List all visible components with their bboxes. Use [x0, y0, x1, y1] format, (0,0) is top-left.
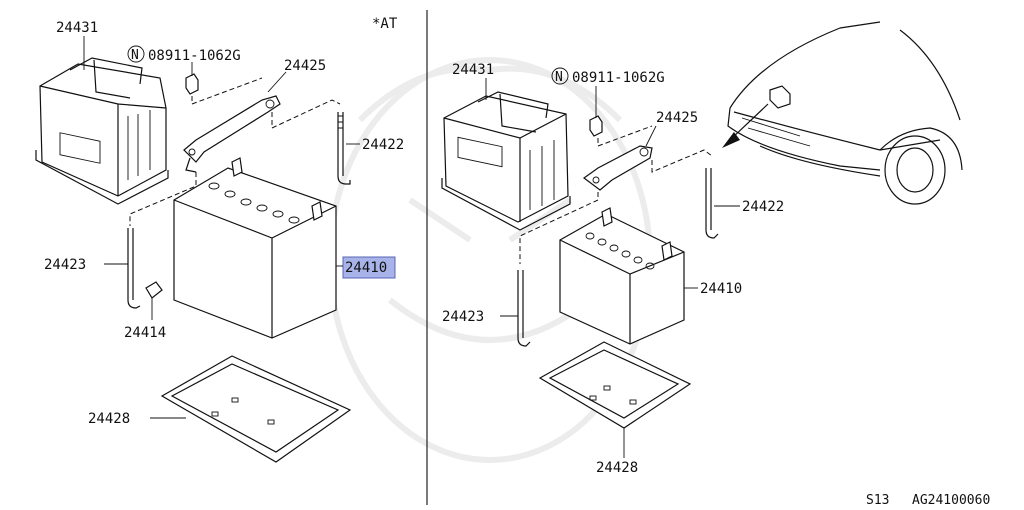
- leader-24425-right: [645, 125, 657, 147]
- battery-tray-right[interactable]: [538, 341, 692, 429]
- variant-note: *AT: [372, 16, 398, 32]
- leader-dashed-right-1: [597, 125, 653, 147]
- hold-down-rod-right-right[interactable]: [705, 168, 719, 239]
- label-24423-left: 24423: [44, 257, 86, 273]
- hold-down-rod-left-left[interactable]: [127, 228, 141, 309]
- vehicle-location-sketch: [727, 21, 963, 205]
- label-24410-right: 24410: [700, 281, 742, 297]
- highlight-24410: [342, 256, 396, 279]
- label-24422-right: 24422: [742, 199, 784, 215]
- leader-dashed-right-2: [651, 149, 713, 173]
- leader-dashed-left-3: [129, 172, 197, 226]
- footer-model: S13: [866, 493, 889, 508]
- label-24431-left: 24431: [56, 20, 98, 36]
- label-nut-left: 08911-1062G: [148, 48, 241, 64]
- leader-24425-left: [267, 71, 287, 93]
- nut-symbol-circle-left: [127, 45, 145, 63]
- nut-right[interactable]: [589, 86, 603, 137]
- hold-down-bracket-right[interactable]: [582, 145, 653, 191]
- leader-dashed-left-2: [271, 99, 341, 129]
- label-24431-right: 24431: [452, 62, 494, 78]
- label-24425-right: 24425: [656, 110, 698, 126]
- battery-left[interactable]: [173, 157, 337, 339]
- label-24428-right: 24428: [596, 460, 638, 476]
- label-24422-left: 24422: [362, 137, 404, 153]
- battery-caps-right: [585, 232, 655, 270]
- nut-symbol-right: N: [555, 70, 563, 85]
- clip-left[interactable]: [145, 281, 163, 299]
- battery-tray-left[interactable]: [160, 355, 352, 463]
- nut-left[interactable]: [185, 62, 199, 95]
- hold-down-rod-left-right[interactable]: [517, 270, 531, 347]
- hold-down-bracket-left[interactable]: [183, 95, 281, 173]
- label-nut-right: 08911-1062G: [572, 70, 665, 86]
- footer-diagram-code: AG24100060: [912, 493, 990, 508]
- battery-case-left[interactable]: [35, 57, 169, 205]
- label-24425-left: 24425: [284, 58, 326, 74]
- label-24423-right: 24423: [442, 309, 484, 325]
- battery-caps-left: [208, 182, 300, 224]
- location-arrow: [722, 103, 769, 148]
- label-24410-left: 24410: [345, 260, 387, 276]
- label-24428-left: 24428: [88, 411, 130, 427]
- leader-dashed-left-1: [191, 77, 263, 105]
- nut-symbol-left: N: [131, 48, 139, 63]
- nut-symbol-circle-right: [551, 67, 569, 85]
- battery-right[interactable]: [559, 207, 685, 345]
- leader-dashed-right-3: [519, 192, 599, 264]
- label-24414: 24414: [124, 325, 166, 341]
- hold-down-rod-right-left[interactable]: [337, 112, 351, 185]
